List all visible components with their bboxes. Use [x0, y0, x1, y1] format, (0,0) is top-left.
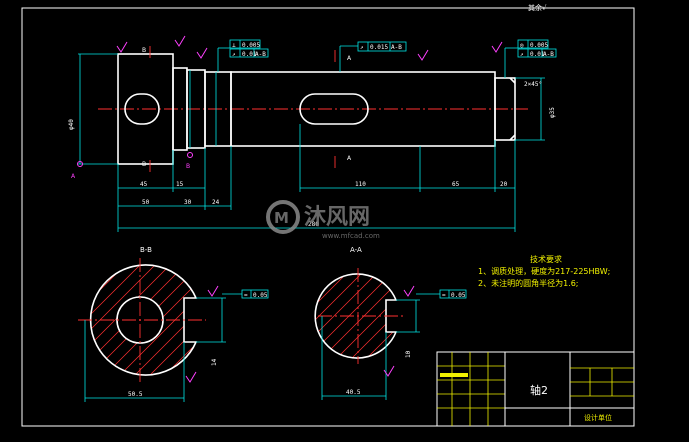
roughness-mark [491, 41, 503, 53]
dim-20: 20 [500, 181, 508, 188]
gdt-top-center: ↗ 0.015 A-B [339, 41, 407, 72]
tech-req-item-1: 1、调质处理，硬度为217-225HBW; [478, 266, 610, 276]
gdt-top-right: ◎ 0.005 ↗ 0.01 A-B [504, 39, 557, 78]
svg-text:=: = [442, 292, 446, 299]
watermark-url: www.mfcad.com [322, 232, 380, 240]
dim-dia-left: φ40 [68, 119, 75, 130]
section-label-left: B-B [140, 246, 152, 254]
roughness-mark [417, 49, 429, 61]
svg-text:0.01: 0.01 [530, 51, 545, 58]
dim-dia-right: φ35 [549, 107, 556, 118]
tech-req-item-2: 2、未注明的圆角半径为1.6; [478, 278, 579, 288]
dim-chamfer: 2×45° [524, 81, 542, 88]
svg-text:◎: ◎ [520, 42, 524, 49]
dim-section-b-width: 50.5 [128, 391, 143, 398]
datum-a: A [71, 173, 76, 180]
cut-label-a-bottom: A [347, 155, 352, 162]
designer-unit: 设计单位 [584, 413, 612, 422]
section-b-b: B-B 50.5 [78, 246, 269, 402]
watermark: M 沐风网 www.mfcad.com [266, 200, 380, 240]
dim-15: 15 [176, 181, 184, 188]
svg-text:↗: ↗ [232, 51, 236, 58]
svg-text:0.015: 0.015 [370, 44, 388, 51]
title-block: 轴2 设计单位 [436, 351, 635, 427]
section-label-right: A-A [350, 246, 362, 254]
tech-req-title: 技术要求 [530, 254, 562, 264]
svg-text:=: = [244, 292, 248, 299]
roughness-mark [196, 47, 208, 59]
svg-text:0.01: 0.01 [242, 51, 257, 58]
svg-text:A-B: A-B [543, 51, 554, 58]
shaft-main-view: B B A A φ40 A φ35 2×45° B [68, 35, 557, 232]
left-keyway [124, 93, 160, 125]
svg-text:↗: ↗ [520, 51, 524, 58]
svg-text:⊥: ⊥ [232, 42, 236, 49]
roughness-mark [116, 41, 128, 53]
right-keyway [299, 93, 369, 125]
dim-section-a-key: 10 [405, 350, 412, 358]
cut-label-b-bottom: B [142, 161, 146, 168]
cut-label-a-top: A [347, 55, 352, 62]
roughness-note: 其余√ [528, 3, 547, 12]
svg-text:0.05: 0.05 [253, 292, 268, 299]
watermark-brand: 沐风网 [304, 205, 370, 230]
drawing-frame [21, 7, 635, 427]
technical-requirements: 技术要求 1、调质处理，硬度为217-225HBW; 2、未注明的圆角半径为1.… [478, 254, 610, 288]
cut-label-b-top: B [142, 47, 146, 54]
dim-65: 65 [452, 181, 460, 188]
dim-110: 110 [355, 181, 366, 188]
svg-text:0.005: 0.005 [530, 42, 548, 49]
gdt-top-left: ⊥ 0.005 ↗ 0.01 A-B [217, 39, 269, 72]
dim-section-a-width: 40.5 [346, 389, 361, 396]
section-b-outline [89, 264, 198, 376]
dim-chain: 45 15 50 30 24 110 65 20 280 [117, 124, 516, 232]
part-name: 轴2 [530, 383, 548, 397]
dim-total: 280 [308, 221, 319, 228]
dim-section-b-key: 14 [211, 358, 218, 366]
watermark-logo-icon [266, 200, 300, 234]
section-a-outline [314, 273, 398, 359]
svg-text:M: M [274, 209, 289, 227]
dim-30: 30 [184, 199, 192, 206]
dim-50: 50 [142, 199, 150, 206]
svg-text:↗: ↗ [360, 44, 364, 51]
svg-text:A-B: A-B [391, 44, 402, 51]
dim-24: 24 [212, 199, 220, 206]
svg-text:0.05: 0.05 [451, 292, 466, 299]
roughness-mark [174, 35, 186, 47]
dim-45: 45 [140, 181, 148, 188]
datum-b: B [186, 163, 190, 170]
svg-text:A-B: A-B [255, 51, 266, 58]
svg-text:0.005: 0.005 [242, 42, 260, 49]
